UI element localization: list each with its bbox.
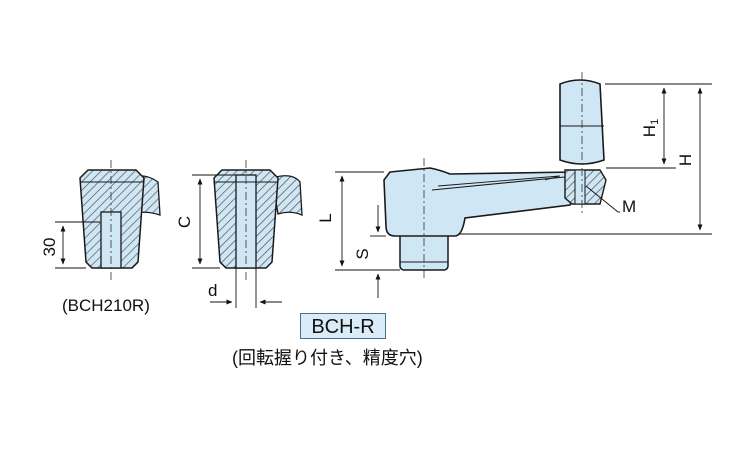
hub-section-bore <box>213 160 303 280</box>
dim-30-label: 30 <box>40 238 59 257</box>
dimension-h1: H1 <box>605 83 676 169</box>
dimension-m: M <box>585 185 636 216</box>
dim-d-label: d <box>208 281 217 300</box>
dimension-d: d <box>208 268 282 308</box>
dim-h1-label: H1 <box>640 119 661 137</box>
dimension-l: L <box>316 171 400 271</box>
model-badge: BCH-R <box>300 313 386 339</box>
dimension-c: C <box>175 174 236 269</box>
dim-h-label: H <box>676 154 695 166</box>
dim-l-label: L <box>316 213 335 222</box>
crank-handle-side-view <box>383 72 607 280</box>
description-caption: (回転握り付き、精度穴) <box>232 348 423 368</box>
dim-c-label: C <box>175 216 194 228</box>
dimension-s: S <box>353 205 386 298</box>
dim-s-label: S <box>353 248 372 259</box>
hub-section-variant <box>79 160 161 280</box>
dimension-30: 30 <box>40 221 100 269</box>
dim-m-label: M <box>622 197 636 216</box>
variant-caption: (BCH210R) <box>62 296 150 315</box>
dimension-h: H <box>458 83 712 235</box>
